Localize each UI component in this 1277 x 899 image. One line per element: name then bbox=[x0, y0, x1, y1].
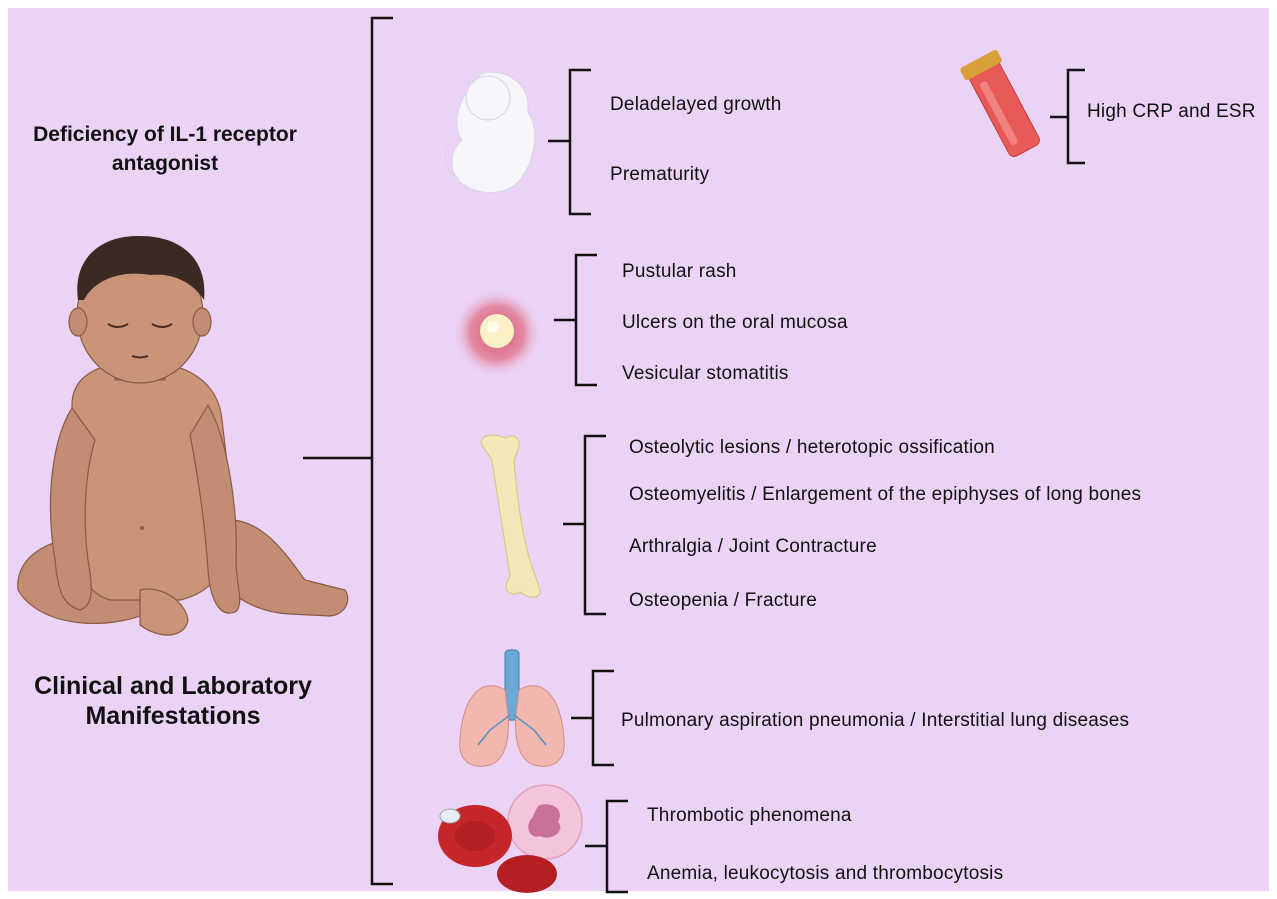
blood-cells-icon bbox=[0, 0, 1277, 899]
